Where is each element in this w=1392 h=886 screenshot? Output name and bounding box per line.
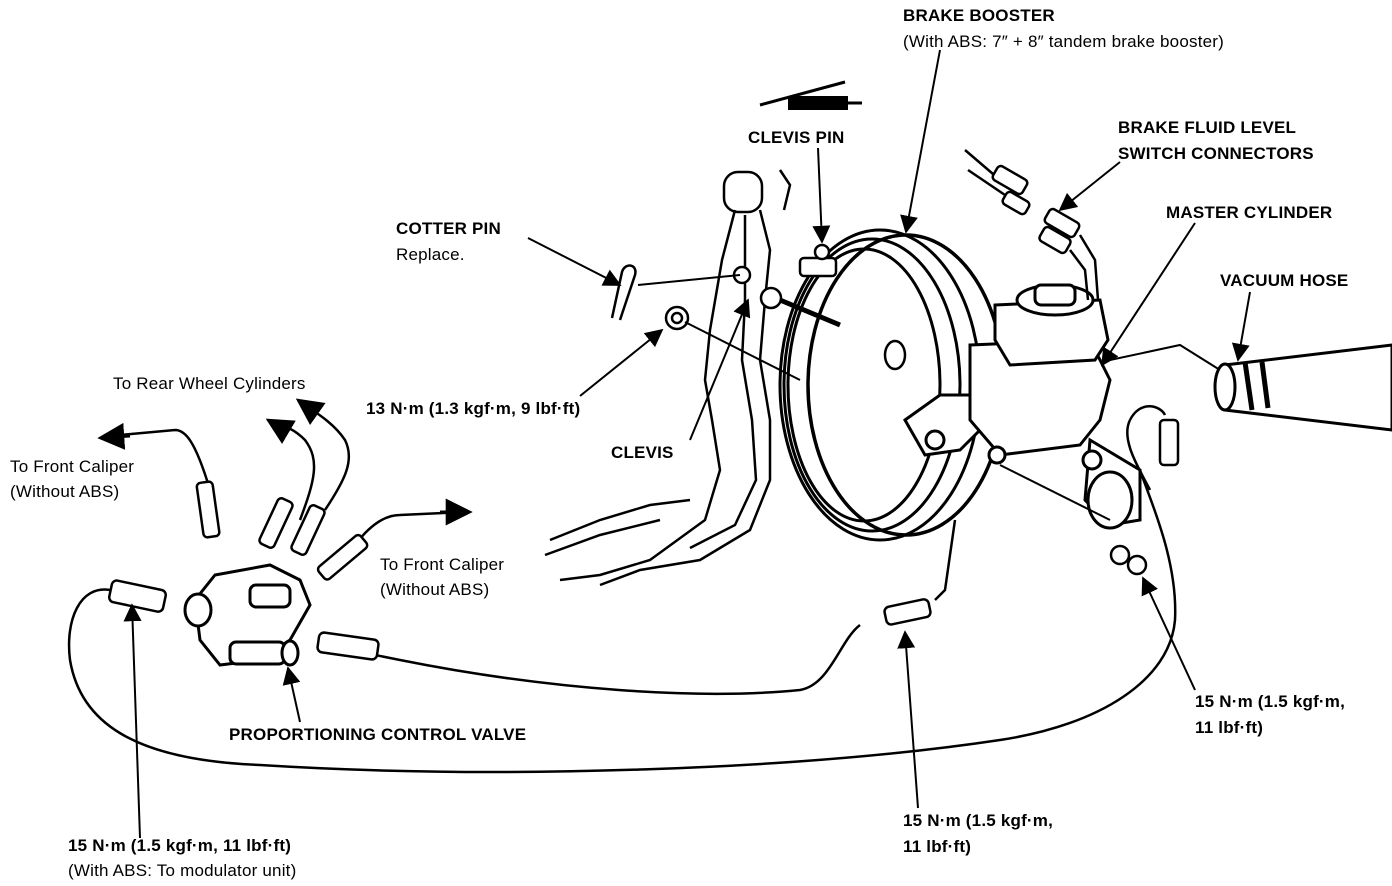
label-master-cylinder: MASTER CYLINDER bbox=[1166, 203, 1333, 222]
label-brake-booster-note: (With ABS: 7″ + 8″ tandem brake booster) bbox=[903, 32, 1224, 51]
label-front-caliper-left-1: To Front Caliper bbox=[10, 457, 135, 476]
label-clevis-pin: CLEVIS PIN bbox=[748, 128, 845, 147]
fluid-level-switch-connectors bbox=[964, 149, 1100, 301]
label-rear-wheel: To Rear Wheel Cylinders bbox=[113, 374, 306, 393]
label-clevis: CLEVIS bbox=[611, 443, 674, 462]
label-torque-13: 13 N·m (1.3 kgf·m, 9 lbf·ft) bbox=[366, 399, 581, 418]
vacuum-hose bbox=[1213, 343, 1392, 432]
label-brake-booster: BRAKE BOOSTER bbox=[903, 6, 1055, 25]
label-torque-15-right-2: 11 lbf·ft) bbox=[1195, 718, 1264, 737]
label-torque-15-left-2: (With ABS: To modulator unit) bbox=[68, 861, 297, 880]
label-front-caliper-left-2: (Without ABS) bbox=[10, 482, 120, 501]
brake-lines bbox=[67, 403, 1177, 774]
label-front-caliper-mid-1: To Front Caliper bbox=[380, 555, 505, 574]
label-cotter-pin-note: Replace. bbox=[396, 245, 465, 264]
label-torque-15-left-1: 15 N·m (1.5 kgf·m, 11 lbf·ft) bbox=[68, 836, 292, 855]
label-front-caliper-mid-2: (Without ABS) bbox=[380, 580, 490, 599]
direction-arrows bbox=[97, 398, 473, 526]
label-torque-15-right-1: 15 N·m (1.5 kgf·m, bbox=[1195, 692, 1346, 711]
leader-lines bbox=[123, 49, 1251, 839]
line-fittings bbox=[107, 480, 932, 661]
label-proportioning-valve: PROPORTIONING CONTROL VALVE bbox=[229, 725, 527, 744]
label-vacuum-hose: VACUUM HOSE bbox=[1220, 271, 1349, 290]
label-torque-15-mid-2: 11 lbf·ft) bbox=[903, 837, 972, 856]
label-fluid-switch-line1: BRAKE FLUID LEVEL bbox=[1118, 118, 1297, 137]
label-cotter-pin: COTTER PIN bbox=[396, 219, 501, 238]
label-fluid-switch-line2: SWITCH CONNECTORS bbox=[1118, 144, 1314, 163]
label-torque-15-mid-1: 15 N·m (1.5 kgf·m, bbox=[903, 811, 1054, 830]
brake-pedal bbox=[544, 169, 841, 587]
brake-line-fittings-right bbox=[1109, 405, 1180, 576]
proportioning-control-valve bbox=[183, 563, 312, 667]
master-cylinder bbox=[903, 283, 1221, 530]
clevis-pin-tool bbox=[759, 80, 862, 110]
cotter-pin bbox=[610, 264, 741, 321]
clevis-pin bbox=[798, 243, 838, 278]
